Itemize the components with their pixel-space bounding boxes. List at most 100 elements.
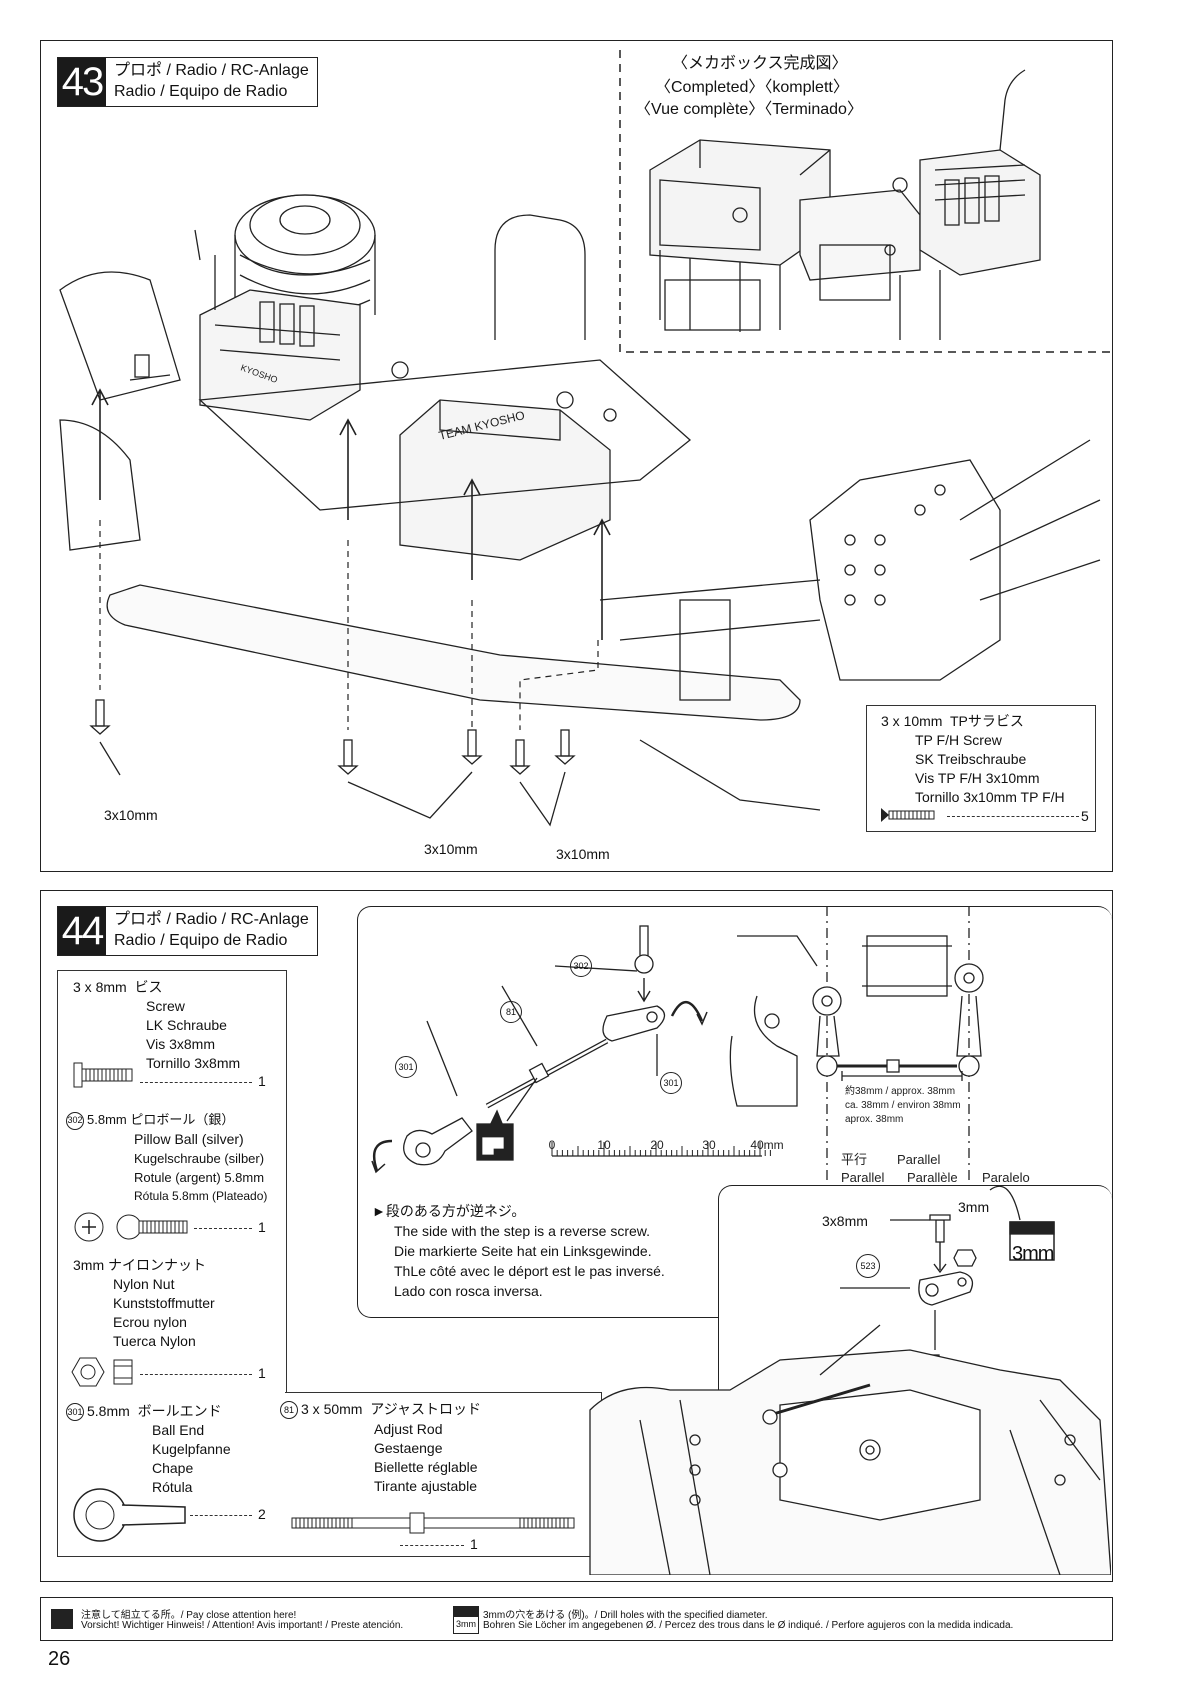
- pillow-ball-es: Rótula 5.8mm (Plateado): [134, 1189, 268, 1203]
- attention-line2: Vorsicht! Wichtiger Hinweis! / Attention…: [81, 1620, 404, 1631]
- insertion-arrows: [91, 388, 611, 640]
- tp-screw-name-es: Tornillo 3x10mm TP F/H: [915, 789, 1065, 805]
- reverse-note-de: Die markierte Seite hat ein Linksgewinde…: [394, 1243, 652, 1259]
- adjust-rod-jp: アジャストロッド: [370, 1401, 481, 1417]
- drill-line1: 3mmの穴をあける (例)。/ Drill holes with the spe…: [483, 1610, 768, 1621]
- completed-mecha-box-drawing: [649, 69, 1041, 340]
- ball-end-qty: 2: [258, 1506, 266, 1522]
- step-43-title-line1: プロポ / Radio / RC-Anlage: [114, 62, 309, 79]
- part-id-badge: 81: [280, 1401, 298, 1420]
- ball-end-es: Rótula: [152, 1479, 193, 1495]
- drill-icon-label: 3mm: [456, 1619, 476, 1629]
- ruler-label-20: 20: [650, 1138, 664, 1152]
- ruler-label-40: 40mm: [750, 1138, 783, 1152]
- step-43-illustration: TEAM KYOSHO KYOSHO: [59, 50, 1111, 827]
- step-43-screw-label-1: 3x10mm: [104, 807, 158, 823]
- nylon-nut-size: 3mm: [73, 1257, 105, 1273]
- assembly-screw-label: 3x8mm: [822, 1213, 868, 1229]
- screw-en: Screw: [146, 998, 185, 1014]
- step-44-number: 44: [58, 907, 106, 955]
- ruler-label-0: 0: [549, 1138, 556, 1152]
- nylon-nut-en: Nylon Nut: [113, 1276, 175, 1292]
- parallel-fr: Parallèle: [907, 1170, 958, 1185]
- screw-size: 3 x 8mm: [73, 979, 127, 995]
- page-number: 26: [48, 1648, 71, 1670]
- tp-screw-name-en: TP F/H Screw: [915, 732, 1002, 748]
- servo-parallel-diagram: [729, 906, 984, 1226]
- ball-end-size: 5.8mm: [87, 1403, 130, 1419]
- footer-legend: 注意して組立てる所。/ Pay close attention here! Vo…: [40, 1597, 1113, 1641]
- completed-view-line2: 〈Completed〉〈komplett〉: [655, 79, 849, 96]
- ball-end-en: Ball End: [152, 1422, 205, 1438]
- pillow-ball-qty: 1: [258, 1219, 266, 1235]
- drill-size-label: 3mm: [1012, 1243, 1054, 1265]
- flat-head-screws: [89, 699, 576, 775]
- adjust-rod-box: [285, 1392, 602, 1557]
- reverse-note-en: The side with the step is a reverse scre…: [394, 1223, 650, 1239]
- pillow-ball-drawing: [634, 925, 654, 1003]
- drill-icon: 3mm: [453, 1606, 479, 1634]
- parallel-de: Parallel: [841, 1170, 884, 1185]
- parallel-en: Parallel: [897, 1152, 940, 1167]
- nylon-nut-qty: 1: [258, 1365, 266, 1381]
- part-id-badge: 302: [66, 1111, 84, 1130]
- tp-screw-name-jp: 3 x 10mm TPサラビス: [881, 713, 1024, 729]
- adjust-rod-icon: [291, 1512, 575, 1534]
- tp-screw-name-fr: Vis TP F/H 3x10mm: [915, 770, 1040, 786]
- nylon-nut-fr: Ecrou nylon: [113, 1314, 187, 1330]
- adjust-rod-fr: Biellette réglable: [374, 1459, 478, 1475]
- reverse-note-es: Lado con rosca inversa.: [394, 1283, 543, 1299]
- step-44-header: 44 プロポ / Radio / RC-Anlage Radio / Equip…: [57, 906, 318, 956]
- completed-view-line1: 〈メカボックス完成図〉: [672, 55, 848, 72]
- screw-3x8-icon: [73, 1062, 133, 1088]
- step-43-number: 43: [58, 58, 106, 106]
- servo-install-drawing: [589, 1185, 1111, 1575]
- ball-end-jp: ボールエンド: [137, 1403, 222, 1419]
- attention-line1: 注意して組立てる所。/ Pay close attention here!: [81, 1610, 297, 1621]
- step-44-title-line1: プロポ / Radio / RC-Anlage: [114, 911, 309, 928]
- tp-screw-qty-leader: [947, 816, 1079, 817]
- linkage-assembly-drawing: 0 10 20 30 40mm 約38mm / approx. 38mm ca.…: [371, 906, 1030, 1226]
- completed-view-line3: 〈Vue complète〉〈Terminado〉: [635, 101, 863, 118]
- step-44-parts-box: [57, 970, 287, 1557]
- assembly-nut-label: 3mm: [958, 1199, 990, 1215]
- ball-end-fr: Chape: [152, 1460, 194, 1476]
- attention-hand-icon: [51, 1609, 73, 1629]
- adjust-rod-size: 3 x 50mm: [301, 1401, 363, 1417]
- pillow-ball-size: 5.8mm: [87, 1112, 127, 1127]
- screw-qty: 1: [258, 1073, 266, 1089]
- ruler-label-30: 30: [702, 1138, 716, 1152]
- ball-end-de: Kugelpfanne: [152, 1441, 231, 1457]
- screw-es: Tornillo 3x8mm: [146, 1055, 241, 1071]
- adjust-rod-de: Gestaenge: [374, 1440, 443, 1456]
- part-id-badge: 301: [66, 1403, 84, 1422]
- screw-fr: Vis 3x8mm: [146, 1036, 215, 1052]
- step-43-screw-label-2: 3x10mm: [424, 841, 478, 857]
- tp-screw-name-de: SK Treibschraube: [915, 751, 1027, 767]
- nylon-nut-es: Tuerca Nylon: [113, 1333, 196, 1349]
- callout-81: 81: [500, 1001, 522, 1023]
- step-43-title-line2: Radio / Equipo de Radio: [114, 83, 288, 100]
- adjust-rod-qty: 1: [470, 1536, 478, 1552]
- tp-screw-qty: 5: [1081, 808, 1089, 824]
- callout-302: 302: [570, 955, 592, 977]
- mm-ruler: [551, 1142, 771, 1157]
- screw-de: LK Schraube: [146, 1017, 227, 1033]
- pillow-ball-en: Pillow Ball (silver): [134, 1131, 244, 1147]
- drill-line2: Bohren Sie Löcher im angegebenen Ø. / Pe…: [483, 1620, 1014, 1631]
- parallel-es: Paralelo: [982, 1170, 1030, 1185]
- nylon-nut-de: Kunststoffmutter: [113, 1295, 215, 1311]
- adjust-rod-es: Tirante ajustable: [374, 1478, 477, 1494]
- length-note-line3: aprox. 38mm: [845, 1114, 903, 1125]
- pillow-ball-fr: Rotule (argent) 5.8mm: [134, 1170, 265, 1185]
- ruler-label-10: 10: [597, 1138, 611, 1152]
- adjust-rod-en: Adjust Rod: [374, 1421, 443, 1437]
- reverse-note-jp: ►段のある方が逆ネジ。: [372, 1203, 526, 1219]
- nylon-nut-jp: ナイロンナット: [108, 1257, 207, 1273]
- callout-301-right: 301: [660, 1072, 682, 1094]
- length-note-line2: ca. 38mm / environ 38mm: [845, 1100, 961, 1111]
- length-note-line1: 約38mm / approx. 38mm: [845, 1084, 955, 1097]
- pillow-ball-icon: [74, 1212, 188, 1242]
- step-43-header: 43 プロポ / Radio / RC-Anlage Radio / Equip…: [57, 57, 318, 107]
- callout-301-left: 301: [395, 1056, 417, 1078]
